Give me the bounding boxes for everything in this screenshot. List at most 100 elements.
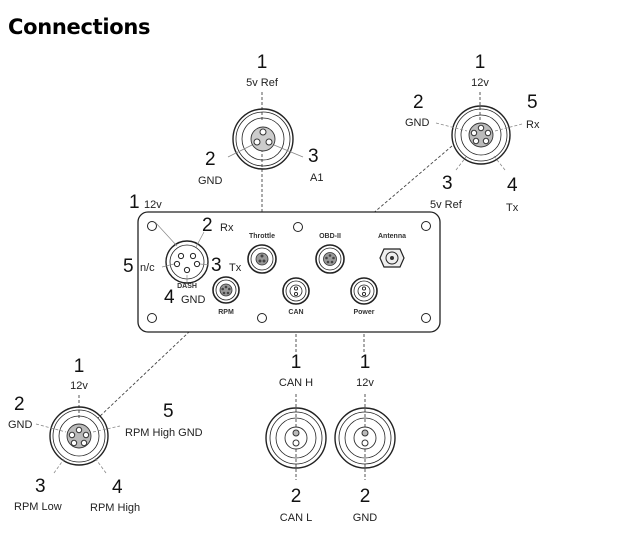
- dash-pin-number: 5: [123, 256, 134, 277]
- pin-2-icon: [68, 431, 76, 439]
- mount-hole-icon: [257, 313, 267, 323]
- pin-label: RPM High GND: [125, 427, 203, 439]
- page-title: Connections: [8, 15, 151, 39]
- power-port-label: Power: [353, 309, 374, 316]
- pin-5-icon: [82, 431, 90, 439]
- pin-number: 2: [413, 92, 424, 113]
- pin-3-icon: [193, 260, 201, 268]
- dash-pin-label: 12v: [144, 199, 162, 211]
- obd-connector: 1 12v 2 GND 3 5v Ref 4 Tx 5 Rx: [405, 52, 540, 214]
- mount-hole-icon: [421, 313, 431, 323]
- pin-number: 2: [360, 486, 371, 507]
- pin-number: 3: [308, 146, 319, 167]
- throttle-connector: 1 5v Ref 2 GND 3 A1: [198, 52, 323, 187]
- pin-2-icon: [361, 439, 369, 447]
- pin-label: GND: [353, 512, 378, 524]
- pin-2-icon: [189, 252, 197, 260]
- pin-number: 3: [35, 476, 46, 497]
- pin-2-icon: [292, 439, 300, 447]
- pin-label: 12v: [471, 77, 489, 89]
- dash-pin-number: 4: [164, 287, 175, 308]
- pin-number: 4: [507, 175, 518, 196]
- rpm-leader-line: [97, 296, 227, 419]
- pin-label: CAN H: [279, 377, 313, 389]
- pin-1-icon: [477, 124, 485, 132]
- pin-number: 1: [74, 356, 85, 377]
- obd-port-label: OBD-II: [319, 233, 341, 240]
- pin-4-icon: [80, 439, 88, 447]
- pin-label: GND: [405, 117, 430, 129]
- dash-pin-label: n/c: [140, 262, 155, 274]
- device-panel: DASH Throttle OBD-II Antenna: [137, 211, 441, 333]
- pin-3-icon: [265, 138, 273, 146]
- pin-label: GND: [8, 419, 33, 431]
- throttle-port[interactable]: Throttle: [247, 233, 277, 274]
- pin-number: 2: [205, 149, 216, 170]
- pin-number: 5: [163, 401, 174, 422]
- pin-1-icon: [259, 128, 267, 136]
- mount-hole-icon: [421, 221, 431, 231]
- power-connector: 1 12v 2 GND: [334, 352, 396, 524]
- pin-number: 5: [527, 92, 538, 113]
- pin-number: 2: [14, 394, 25, 415]
- rpm-port[interactable]: RPM: [212, 276, 240, 316]
- pin-label: RPM High: [90, 502, 140, 514]
- pin-label: RPM Low: [14, 501, 62, 513]
- pin-4-icon: [183, 266, 191, 274]
- pin-number: 1: [291, 352, 302, 373]
- throttle-port-label: Throttle: [249, 233, 275, 240]
- pin-label: 12v: [356, 377, 374, 389]
- pin-4-icon: [482, 137, 490, 145]
- can-connector: 1 CAN H 2 CAN L: [265, 352, 327, 524]
- pin-1-icon: [361, 429, 369, 437]
- dash-port-label: DASH: [177, 283, 197, 290]
- pin-5-icon: [173, 260, 181, 268]
- pin-number: 1: [257, 52, 268, 73]
- dash-pin-label: GND: [181, 294, 206, 306]
- pin-label: 12v: [70, 380, 88, 392]
- can-port[interactable]: CAN: [282, 277, 310, 316]
- mount-hole-icon: [147, 313, 157, 323]
- dash-pin1-leader: [154, 221, 178, 247]
- mount-hole-icon: [293, 222, 303, 232]
- pin-1-icon: [177, 252, 185, 260]
- rpm-connector: 1 12v 2 GND 3 RPM Low 4 RPM High 5 RPM H…: [8, 356, 203, 514]
- dash-pin-number: 1: [129, 192, 140, 213]
- pin-3-icon: [472, 137, 480, 145]
- rpm-port-label: RPM: [218, 309, 234, 316]
- pin-3-icon: [70, 439, 78, 447]
- pin-number: 1: [360, 352, 371, 373]
- pin-label: GND: [198, 175, 223, 187]
- pin-number: 3: [442, 173, 453, 194]
- dash-port[interactable]: DASH: [165, 240, 209, 290]
- pin-2-icon: [253, 138, 261, 146]
- pin-2-icon: [470, 129, 478, 137]
- pin-5-icon: [484, 129, 492, 137]
- pin-1-icon: [75, 426, 83, 434]
- dash-pin-label: Rx: [220, 222, 234, 234]
- dash-pin-number: 2: [202, 215, 213, 236]
- pin-label: Tx: [506, 202, 519, 214]
- power-port[interactable]: Power: [350, 277, 378, 316]
- dash-pin-labels: 1 12v 2 Rx 3 Tx 4 GND 5 n/c: [123, 192, 242, 308]
- pin-label: 5v Ref: [430, 199, 463, 211]
- pin-label: 5v Ref: [246, 77, 279, 89]
- antenna-port[interactable]: Antenna: [378, 233, 406, 268]
- obd-leader-line: [329, 145, 453, 251]
- can-port-label: CAN: [288, 309, 303, 316]
- dash-pin-label: Tx: [229, 262, 242, 274]
- antenna-port-label: Antenna: [378, 233, 406, 240]
- pin-label: A1: [310, 172, 323, 184]
- pin-number: 2: [291, 486, 302, 507]
- pin-label: CAN L: [280, 512, 312, 524]
- obd-port[interactable]: OBD-II: [315, 233, 345, 274]
- dash-pin3-leader: [199, 263, 210, 266]
- dash-pin2-leader: [195, 231, 205, 248]
- dash-pin5-leader: [161, 263, 175, 268]
- pin-1-icon: [292, 429, 300, 437]
- mount-hole-icon: [147, 221, 157, 231]
- pin-number: 4: [112, 477, 123, 498]
- pin-label: Rx: [526, 119, 540, 131]
- panel-outline: [137, 211, 441, 333]
